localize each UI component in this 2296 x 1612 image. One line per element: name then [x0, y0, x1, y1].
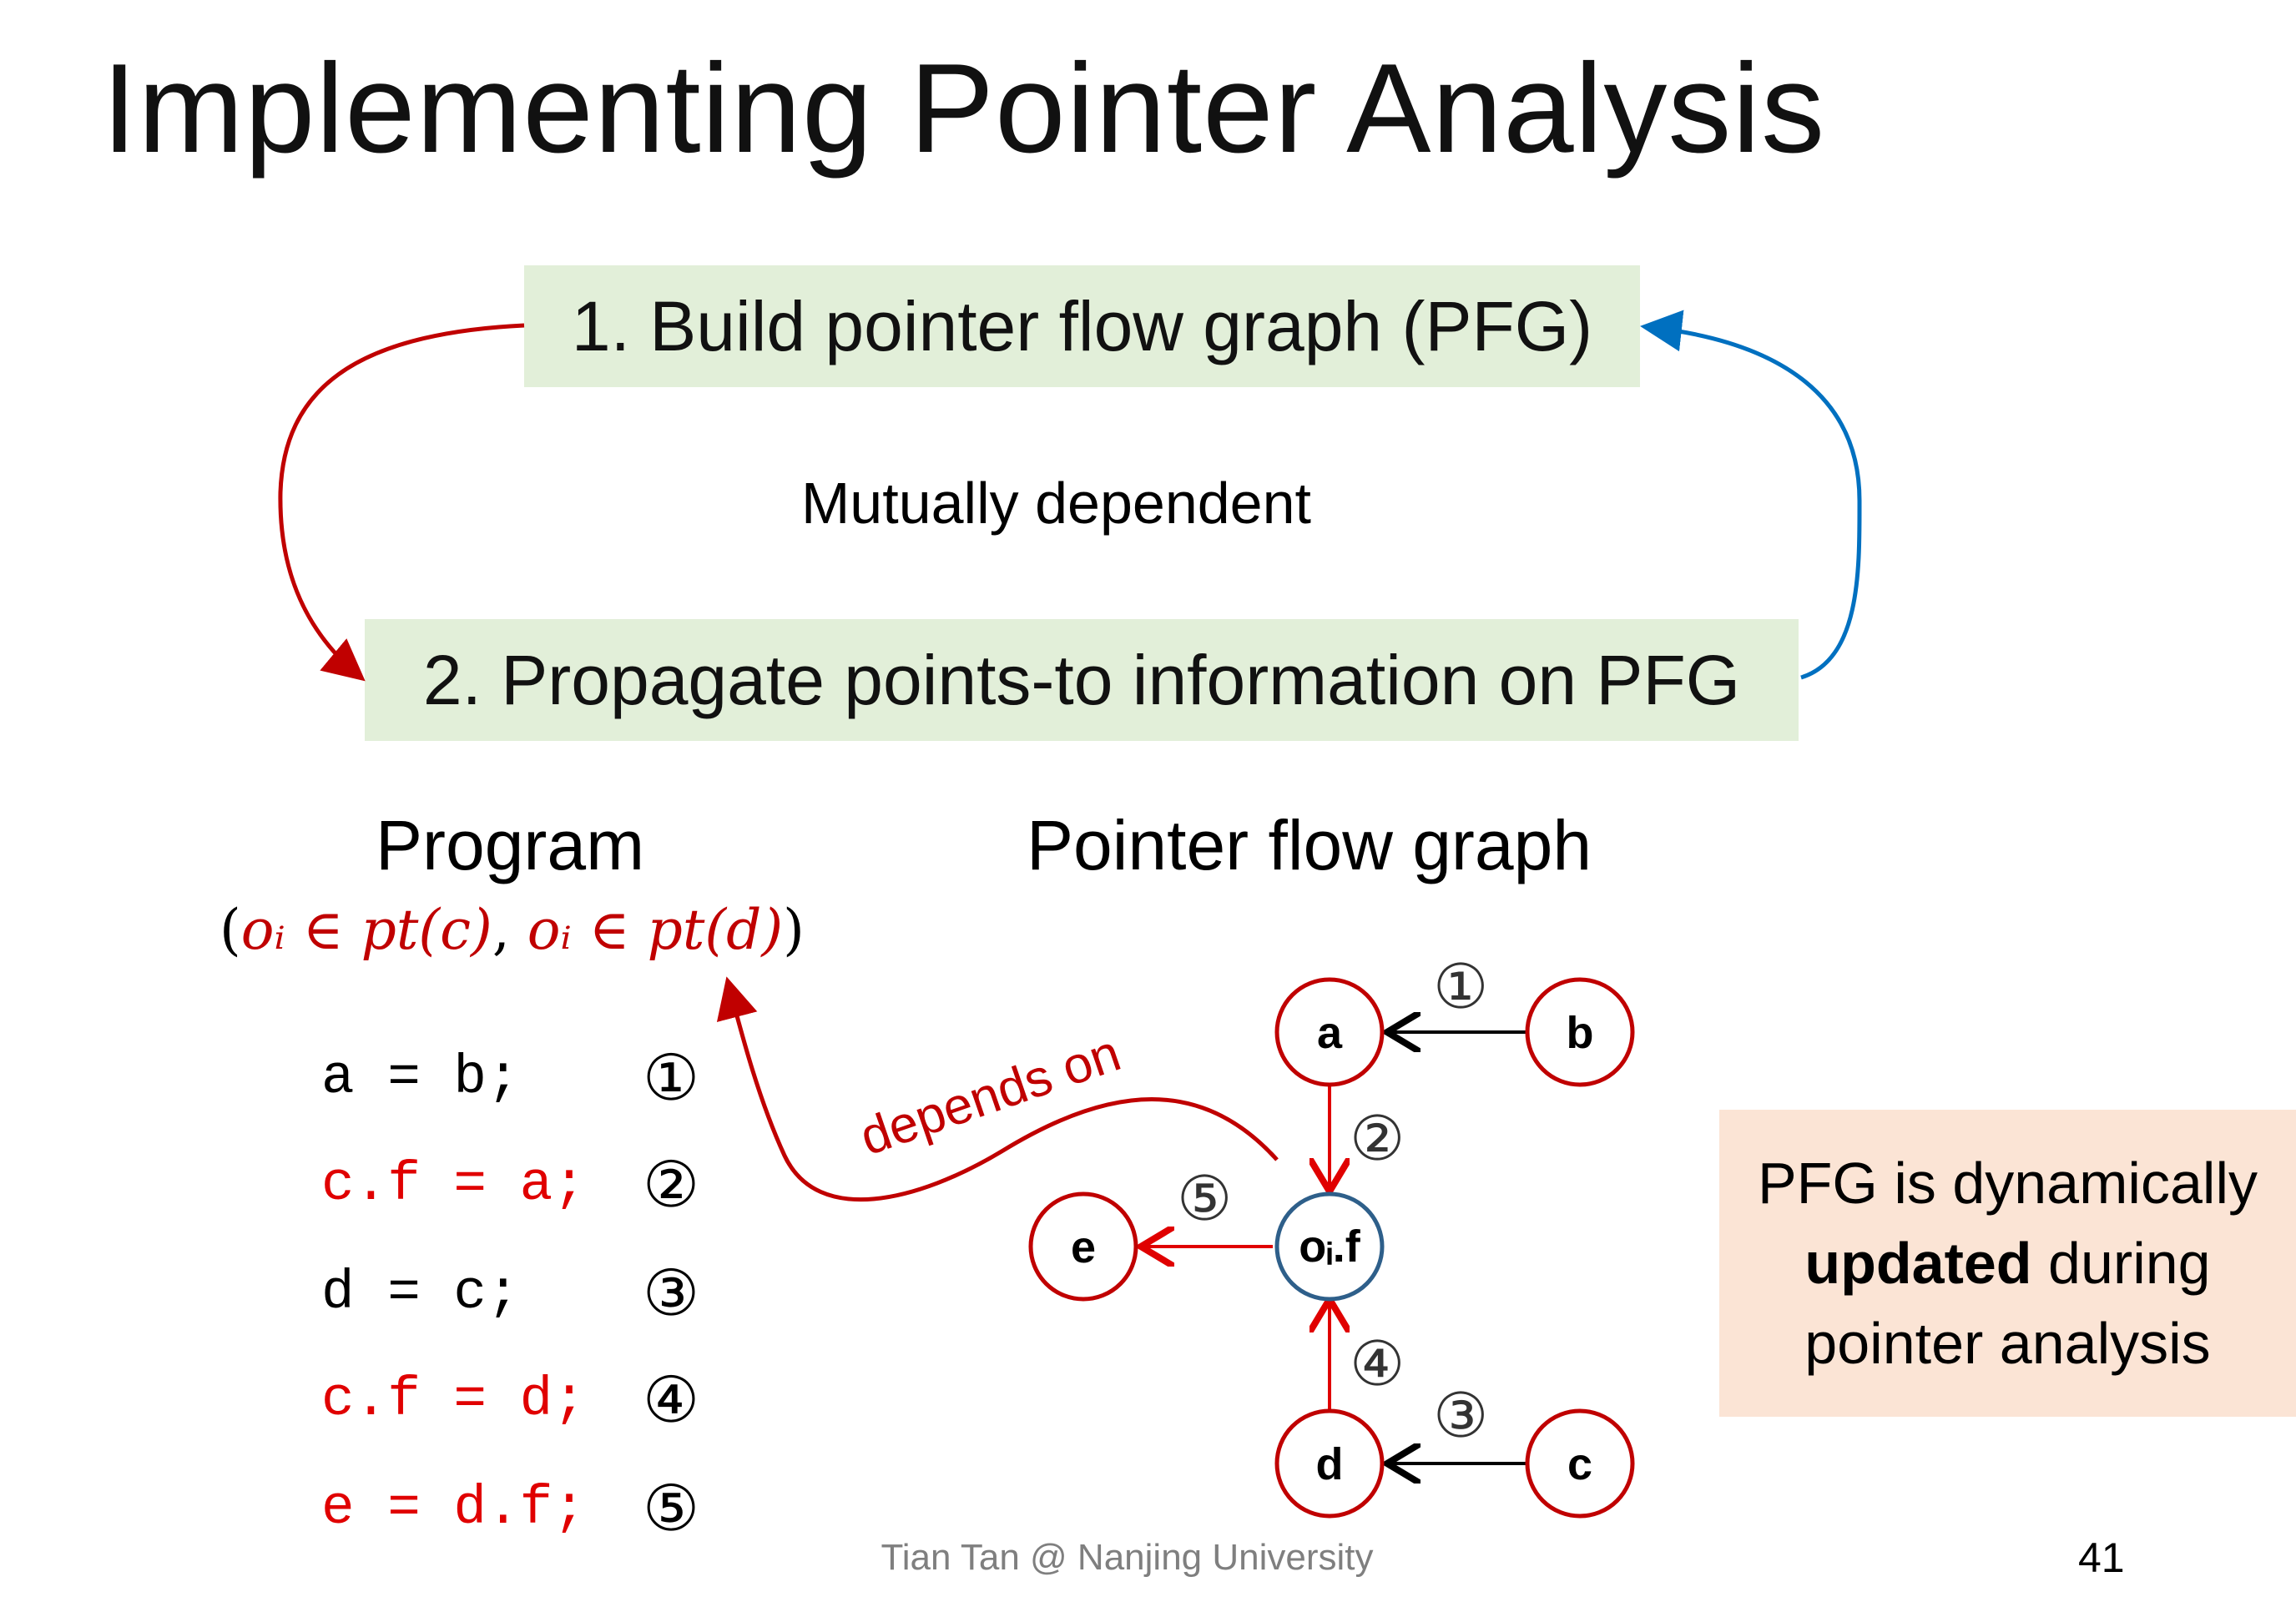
points-to-condition: (oᵢ ∈ pt(c), oᵢ ∈ pt(d)) — [220, 893, 805, 968]
note-line-2: updated during — [1804, 1223, 2210, 1303]
statement-5-marker: ⑤ — [643, 1471, 700, 1545]
depends-on-label: depends on — [853, 1024, 1128, 1166]
step-build-pfg: 1. Build pointer flow graph (PFG) — [524, 265, 1640, 387]
node-d-label: d — [1316, 1439, 1344, 1489]
step-propagate: 2. Propagate points-to information on PF… — [365, 619, 1799, 741]
pfg-heading: Pointer flow graph — [1027, 806, 1592, 884]
mutual-dependency-label: Mutually dependent — [801, 471, 1311, 536]
condition-close-paren: ) — [783, 898, 805, 962]
note-bold-word: updated — [1804, 1231, 2032, 1296]
statement-1-code: a = b; — [321, 1046, 520, 1109]
condition-left: oᵢ ∈ pt(c) — [240, 898, 492, 962]
footer: Tian Tan @ Nanjing University — [0, 1537, 2296, 1579]
statement-1-marker: ① — [643, 1040, 700, 1115]
node-b: b — [1525, 977, 1635, 1087]
condition-open-paren: ( — [220, 898, 241, 962]
footer-text: Tian Tan @ Nanjing University — [881, 1537, 1374, 1578]
node-b-label: b — [1567, 1008, 1594, 1058]
edge-d-field-label: ④ — [1350, 1328, 1405, 1400]
slide-title: Implementing Pointer Analysis — [102, 38, 1826, 179]
condition-right: oᵢ ∈ pt(d) — [527, 898, 784, 962]
build-to-propagate-arrow — [278, 323, 525, 682]
node-e-label: e — [1071, 1222, 1096, 1272]
node-c-label: c — [1567, 1439, 1592, 1489]
step-propagate-label: 2. Propagate points-to information on PF… — [422, 640, 1741, 719]
condition-separator: , — [492, 898, 527, 962]
page-number: 41 — [2078, 1534, 2125, 1581]
node-c: c — [1525, 1408, 1635, 1519]
statement-2-code: c.f = a; — [321, 1153, 586, 1216]
statement-3-marker: ③ — [643, 1256, 700, 1330]
statement-2-marker: ② — [643, 1147, 700, 1222]
note-line-2-rest: during — [2031, 1231, 2211, 1296]
node-a-label: a — [1317, 1008, 1343, 1058]
node-a: a — [1274, 977, 1385, 1087]
statement-4-marker: ④ — [643, 1363, 700, 1437]
program-heading: Program — [376, 806, 645, 884]
note-line-3: pointer analysis — [1804, 1311, 2211, 1376]
step-build-pfg-label: 1. Build pointer flow graph (PFG) — [571, 286, 1593, 365]
depends-on-arrow — [716, 976, 1279, 1202]
edge-c-d-label: ③ — [1433, 1380, 1488, 1452]
note-line-1: PFG is dynamically — [1757, 1151, 2258, 1216]
statement-4-code: c.f = d; — [321, 1368, 586, 1431]
node-field: oᵢ.f — [1274, 1191, 1385, 1302]
node-field-label: oᵢ.f — [1299, 1222, 1361, 1272]
edge-a-field-label: ② — [1350, 1103, 1405, 1175]
edge-b-a-label: ① — [1433, 951, 1488, 1023]
propagate-to-build-arrow — [1640, 310, 1862, 680]
dynamic-update-note: PFG is dynamically updated during pointe… — [1719, 1110, 2296, 1417]
statement-3-code: d = c; — [321, 1262, 520, 1324]
statement-5-code: e = d.f; — [321, 1477, 586, 1539]
edge-field-e-label: ⑤ — [1177, 1163, 1232, 1235]
node-d: d — [1274, 1408, 1385, 1519]
node-e: e — [1028, 1191, 1138, 1302]
